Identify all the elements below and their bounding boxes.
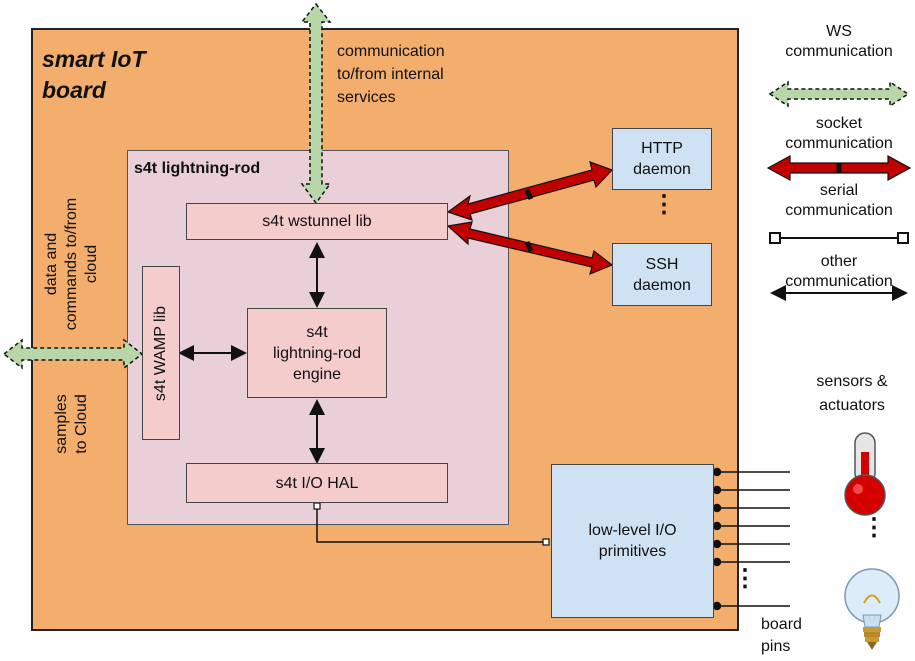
lowlevel-line2: primitives xyxy=(598,543,667,560)
legend-socket-line1: socket xyxy=(815,115,863,132)
legend-other-label: other communication xyxy=(764,252,914,292)
pins-line1: board xyxy=(761,616,802,633)
ssh-daemon-box: SSH daemon xyxy=(612,243,712,306)
engine-label-line1: s4t xyxy=(306,323,328,341)
legend-ws-line2: communication xyxy=(785,43,893,60)
wstunnel-lib-box: s4t wstunnel lib xyxy=(186,203,448,240)
http-daemon-line2: daemon xyxy=(633,161,691,178)
ssh-daemon-line2: daemon xyxy=(633,276,691,294)
serial-connection-hal-lowlevel xyxy=(313,502,550,546)
samples-annotation: samples to Cloud xyxy=(52,378,96,470)
ssh-daemon-line1: SSH xyxy=(645,255,679,273)
samples-line1: samples xyxy=(53,394,70,454)
legend-ws-arrow xyxy=(768,80,910,108)
legend-ws-line1: WS xyxy=(826,23,852,40)
legend-socket-arrow xyxy=(766,154,912,182)
sensors-ellipsis: ⋮ xyxy=(862,514,886,541)
wamp-lib-box: s4t WAMP lib xyxy=(142,266,180,440)
http-daemon-box: HTTP daemon xyxy=(612,128,712,190)
internal-line2: to/from internal xyxy=(337,66,444,83)
thermometer-icon xyxy=(844,432,886,516)
board-pins-label: board pins xyxy=(761,614,802,658)
legend-serial-line2: communication xyxy=(785,202,893,219)
legend-serial-label: serial communication xyxy=(764,181,914,221)
socket-arrow-ssh xyxy=(446,221,614,276)
board-pins xyxy=(712,467,790,611)
internal-line1: communication xyxy=(337,43,445,60)
internal-services-annotation: communication to/from internal services xyxy=(337,40,445,109)
legend-socket-line2: communication xyxy=(785,135,893,152)
engine-label-line2: lightning-rod xyxy=(272,344,362,362)
socket-arrow-http xyxy=(446,161,614,221)
io-hal-label: s4t I/O HAL xyxy=(275,474,359,492)
sensors-line1: sensors & xyxy=(816,373,888,390)
light-bulb-icon xyxy=(844,568,900,650)
pins-ellipsis: ⋮ xyxy=(733,565,757,592)
cloud-cmd-line1: data and xyxy=(43,232,60,296)
sensors-actuators-label: sensors & actuators xyxy=(792,370,912,418)
legend-other-line1: other xyxy=(820,253,858,270)
lightning-rod-engine-box: s4t lightning-rod engine xyxy=(247,308,387,398)
daemon-ellipsis: ⋮ xyxy=(652,191,676,218)
legend-serial-line1: serial xyxy=(819,182,859,199)
ws-arrow-cloud xyxy=(2,338,144,370)
ws-arrow-internal xyxy=(300,2,332,205)
internal-line3: services xyxy=(337,89,396,106)
samples-line2: to Cloud xyxy=(73,394,90,454)
wstunnel-lib-label: s4t wstunnel lib xyxy=(262,213,372,230)
cloud-cmd-line3: cloud xyxy=(83,244,100,284)
lowlevel-io-box: low-level I/O primitives xyxy=(551,464,714,618)
io-hal-box: s4t I/O HAL xyxy=(186,463,448,503)
sensors-line2: actuators xyxy=(819,397,885,414)
lowlevel-line1: low-level I/O xyxy=(588,522,677,539)
http-daemon-line1: HTTP xyxy=(641,140,683,157)
legend-socket-label: socket communication xyxy=(764,114,914,154)
cloud-commands-annotation: data and commands to/from cloud xyxy=(42,184,106,344)
cloud-cmd-line2: commands to/from xyxy=(63,197,80,331)
legend-ws-label: WS communication xyxy=(764,22,914,62)
board-title: smart IoT board xyxy=(42,44,146,106)
lightning-rod-title: s4t lightning-rod xyxy=(134,160,261,177)
engine-label-line3: engine xyxy=(292,365,342,383)
legend-other-line2: communication xyxy=(785,273,893,290)
legend-serial-line xyxy=(769,232,909,244)
board-title-line2: board xyxy=(42,77,106,103)
board-title-line1: smart IoT xyxy=(42,46,146,72)
pins-line2: pins xyxy=(761,638,791,655)
wamp-lib-label: s4t WAMP lib xyxy=(152,305,170,401)
